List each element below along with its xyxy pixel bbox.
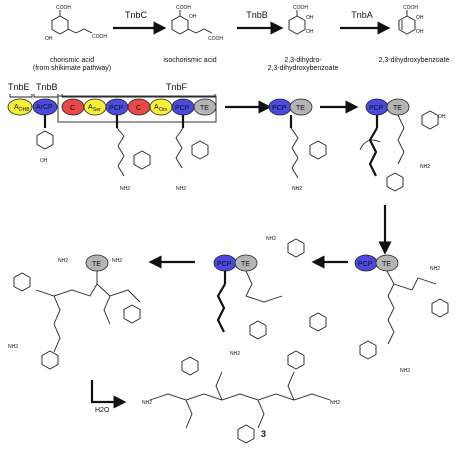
oh-label: OH	[45, 36, 53, 42]
oh-label: OH	[416, 29, 424, 35]
cooh-label: COOH	[56, 5, 71, 11]
domain-label: A	[14, 104, 19, 111]
domain-label: A	[88, 104, 93, 111]
nh2-label: NH2	[292, 186, 302, 192]
dihydro-dhb-structure: COOH OH OH	[288, 5, 314, 35]
intermediate-3: PCP TE NH2 NH2	[354, 254, 449, 374]
compound-source: (from shikimate pathway)	[33, 65, 111, 72]
nh2-label: NH2	[176, 186, 186, 192]
oh-label: OH	[189, 14, 197, 20]
tethered-dipeptide-1: NH2	[115, 115, 151, 192]
domain-label: TE	[92, 261, 101, 268]
domain-label: PCP	[369, 105, 384, 112]
tnbE-label: TnbE	[8, 82, 30, 92]
dhb-structure: COOH OH OH	[398, 5, 424, 35]
compound-name: 2,3-dihydroxybenzoate	[268, 65, 339, 72]
cooh-label: COOH	[92, 34, 107, 40]
domain-label: ArCP	[36, 104, 53, 111]
nh2-label: NH2	[266, 236, 276, 242]
enzyme-label: TnbA	[351, 10, 373, 20]
top-pathway: COOH COOH OH chorismic acid (from shikim…	[33, 5, 450, 72]
nucleophilic-attack-arrow	[359, 139, 381, 151]
cooh-label: COOH	[403, 5, 418, 11]
compound-name: 2,3-dihydroxybenzoate	[379, 57, 450, 64]
oh-label: OH	[306, 15, 314, 21]
domain-label: A	[154, 104, 159, 111]
tnbF-label: TnbF	[166, 82, 188, 92]
isochorismic-acid-structure: COOH OH COOH	[171, 5, 223, 42]
domain-label: TE	[200, 105, 209, 112]
domain-substrate: DHB	[19, 107, 30, 113]
bracket	[61, 94, 216, 98]
intermediate-5: TE NH2 NH2 NH2	[8, 254, 141, 370]
intermediate-1: PCP TE NH2	[268, 98, 327, 192]
domain-label: TE	[241, 261, 250, 268]
intermediate-4: PCP TE NH2 NH2	[213, 236, 327, 357]
compound-name: 2,3-dihydro-	[284, 57, 322, 64]
domain-label: PCP	[272, 105, 287, 112]
nh2-label: NH2	[120, 186, 130, 192]
domain-label: PCP	[217, 261, 232, 268]
tethered-dipeptide-2: NH2	[175, 115, 209, 192]
nh2-label: NH2	[430, 266, 440, 272]
domain-substrate: Ser	[93, 107, 101, 113]
reagent-label: H2O	[95, 407, 110, 414]
nh2-label: NH2	[142, 400, 152, 406]
domain-label: TE	[393, 105, 402, 112]
nh2-label: NH2	[58, 258, 68, 264]
domain-label: PCP	[175, 105, 190, 112]
domain-label: PCP	[358, 261, 373, 268]
cooh-label: COOH	[293, 5, 308, 11]
enzyme-label: TnbB	[246, 10, 268, 20]
domain-label: C	[136, 105, 141, 112]
hydrolysis-arrow	[90, 380, 127, 409]
compound-name: chorismic acid	[50, 57, 94, 64]
nh2-label: NH2	[112, 258, 122, 264]
final-compound: NH2 NH2	[142, 350, 340, 444]
compound-name: isochorismic acid	[163, 57, 216, 64]
nh2-label: NH2	[230, 351, 240, 357]
enzyme-label: TnbC	[125, 10, 148, 20]
oh-label: OH	[416, 15, 424, 21]
oh-label: OH	[40, 158, 48, 164]
tnbB-label: TnbB	[36, 82, 58, 92]
chorismic-acid-structure: COOH COOH OH	[45, 5, 107, 42]
domain-label: C	[70, 105, 75, 112]
nh2-label: NH2	[330, 400, 340, 406]
compound-number: 3	[261, 429, 266, 439]
cooh-label: COOH	[208, 36, 223, 42]
bracket	[9, 94, 33, 98]
domain-label: PCP	[109, 105, 124, 112]
nh2-label: NH2	[420, 164, 430, 170]
domain-label: TE	[296, 105, 305, 112]
assembly-line: TnbE TnbB TnbF A DHB ArCP C A Ser PCP C …	[7, 82, 217, 192]
domain-substrate: Orn	[159, 107, 168, 113]
domain-TE	[193, 98, 217, 116]
domain-TE	[289, 98, 313, 116]
nh2-label: NH2	[8, 344, 18, 350]
intermediate-2: PCP TE OH NH2	[359, 98, 446, 192]
nh2-label: NH2	[400, 368, 410, 374]
tethered-dhb: OH	[36, 115, 54, 164]
bracket	[33, 94, 59, 98]
domain-label: TE	[382, 261, 391, 268]
oh-label: OH	[438, 114, 446, 120]
domain-A	[7, 98, 33, 116]
oh-label: OH	[306, 29, 314, 35]
cooh-label: COOH	[176, 5, 191, 11]
